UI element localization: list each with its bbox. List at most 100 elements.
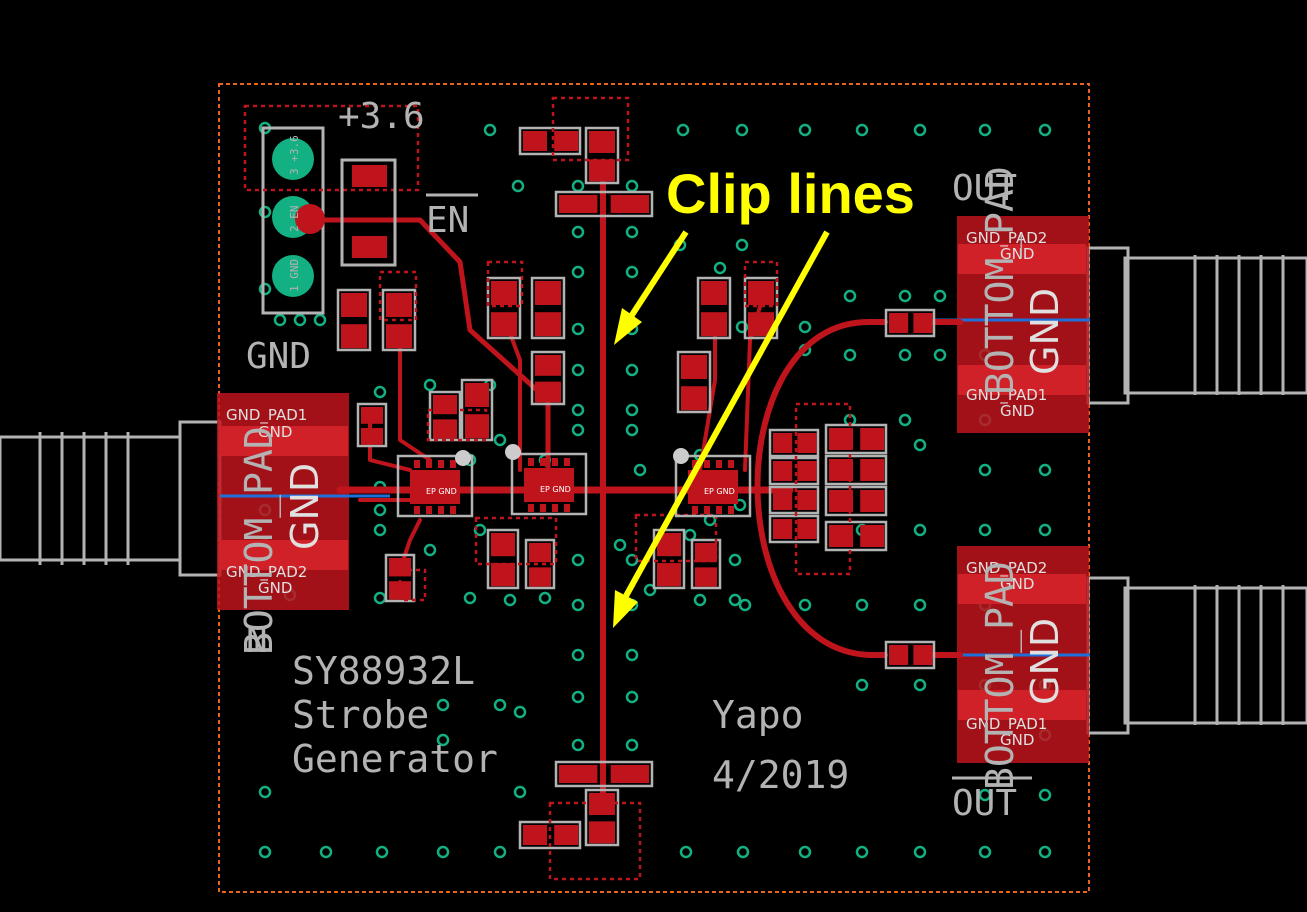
- via-112: [293, 313, 307, 327]
- component-28: [824, 485, 888, 517]
- via-31: [571, 322, 585, 336]
- component-outline: [768, 485, 820, 515]
- via-116: [493, 433, 507, 447]
- component-pad: [523, 825, 547, 845]
- component-pad: [554, 825, 579, 845]
- left-sma-connector: GND_PAD1 GND GND_PAD2 GND GND BOTTOM_PAD: [0, 393, 390, 655]
- gnd-pad2-label-right-bottom: GND_PAD2: [966, 559, 1047, 578]
- via-36: [625, 403, 639, 417]
- component-pad: [657, 563, 681, 587]
- component-23: [768, 456, 820, 486]
- component-pad: [433, 395, 457, 415]
- header-connector: 3 +3.6 2 EN 1 GND +3.6 EN GND N: [243, 96, 478, 661]
- via-49: [738, 598, 752, 612]
- ic-pad-label: EP GND: [704, 487, 735, 496]
- ic-pin: [552, 458, 558, 466]
- component-pad: [535, 355, 561, 376]
- component-11: [486, 528, 520, 590]
- via-82: [913, 438, 927, 452]
- via-108: [463, 591, 477, 605]
- right-sma-connector-top: GND_PAD2 GND GND_PAD1 GND GND BOTTOM_PAD…: [935, 166, 1307, 433]
- ic-body: [410, 470, 460, 504]
- ic-pin: [426, 460, 432, 468]
- board-title-block: SY88932L Strobe Generator Yapo 4/2019: [292, 649, 849, 797]
- ic-pin: [414, 460, 420, 468]
- component-outline: [554, 190, 654, 218]
- solder-mask-9: [398, 568, 427, 602]
- via-2: [258, 282, 272, 296]
- via-29: [571, 265, 585, 279]
- component-14: [690, 538, 722, 590]
- component-22: [768, 428, 820, 458]
- ic-pin: [704, 460, 710, 468]
- component-18: [518, 126, 582, 156]
- via-15: [1038, 845, 1052, 859]
- ic-outline: [510, 452, 588, 516]
- component-outline: [768, 514, 820, 544]
- via-16: [483, 123, 497, 137]
- ic-body: [524, 468, 574, 502]
- component-outline: [486, 528, 520, 590]
- ic-pin: [450, 460, 456, 468]
- via-65: [913, 523, 927, 537]
- component-pad: [773, 461, 793, 481]
- ic-pin: [528, 458, 534, 466]
- via-28: [625, 225, 639, 239]
- component-7: [676, 350, 712, 414]
- component-pad: [589, 131, 615, 153]
- component-pad: [657, 533, 681, 557]
- date-label: 4/2019: [712, 753, 849, 797]
- via-17: [676, 123, 690, 137]
- via-30: [625, 265, 639, 279]
- via-11: [798, 845, 812, 859]
- component-pad: [610, 765, 650, 783]
- gnd-label-right-top-a: GND: [1000, 245, 1034, 263]
- component-pad: [386, 293, 412, 317]
- via-78: [798, 320, 812, 334]
- fiducial-2: [673, 448, 689, 464]
- component-pad: [341, 324, 367, 349]
- component-pad: [491, 563, 515, 587]
- via-34: [625, 363, 639, 377]
- via-46: [625, 738, 639, 752]
- component-pad: [889, 645, 909, 665]
- component-pad: [361, 427, 383, 445]
- component-pad: [589, 821, 615, 844]
- via-8: [493, 845, 507, 859]
- component-outline: [824, 423, 888, 455]
- arrow-upper: [627, 230, 689, 320]
- via-27: [571, 225, 585, 239]
- via-10: [736, 845, 750, 859]
- component-pad: [523, 131, 547, 151]
- component-19: [554, 190, 654, 218]
- component-9: [428, 390, 462, 442]
- header-pin2-label: 2 EN: [288, 206, 301, 233]
- via-88: [373, 503, 387, 517]
- ic-pin: [450, 506, 456, 514]
- component-pad: [773, 433, 793, 453]
- gnd-pad1-label-right-bottom: GND_PAD1: [966, 715, 1047, 734]
- component-pad: [491, 281, 517, 305]
- output-label-bottom: OUT: [952, 783, 1017, 824]
- ic-pad-label: EP GND: [540, 485, 571, 494]
- gnd-large-label-left: GND: [283, 463, 327, 550]
- component-outline: [584, 126, 620, 185]
- solder-mask-6: [474, 516, 558, 566]
- via-85: [423, 378, 437, 392]
- ic-body: [688, 470, 738, 504]
- right-sma-connector-bottom: GND_PAD2 GND GND_PAD1 GND GND BOTTOM_PAD…: [935, 546, 1307, 824]
- via-12: [855, 845, 869, 859]
- component-outline: [584, 788, 620, 847]
- via-38: [625, 423, 639, 437]
- via-21: [913, 123, 927, 137]
- component-20: [554, 760, 654, 788]
- enable-label: EN: [426, 200, 469, 241]
- via-61: [1038, 463, 1052, 477]
- board-outline: [218, 83, 1090, 893]
- via-25: [571, 179, 585, 193]
- component-27: [824, 454, 888, 486]
- component-pad: [829, 490, 853, 512]
- component-pad: [529, 543, 551, 563]
- ic-pin: [692, 506, 698, 514]
- component-pad: [773, 519, 793, 539]
